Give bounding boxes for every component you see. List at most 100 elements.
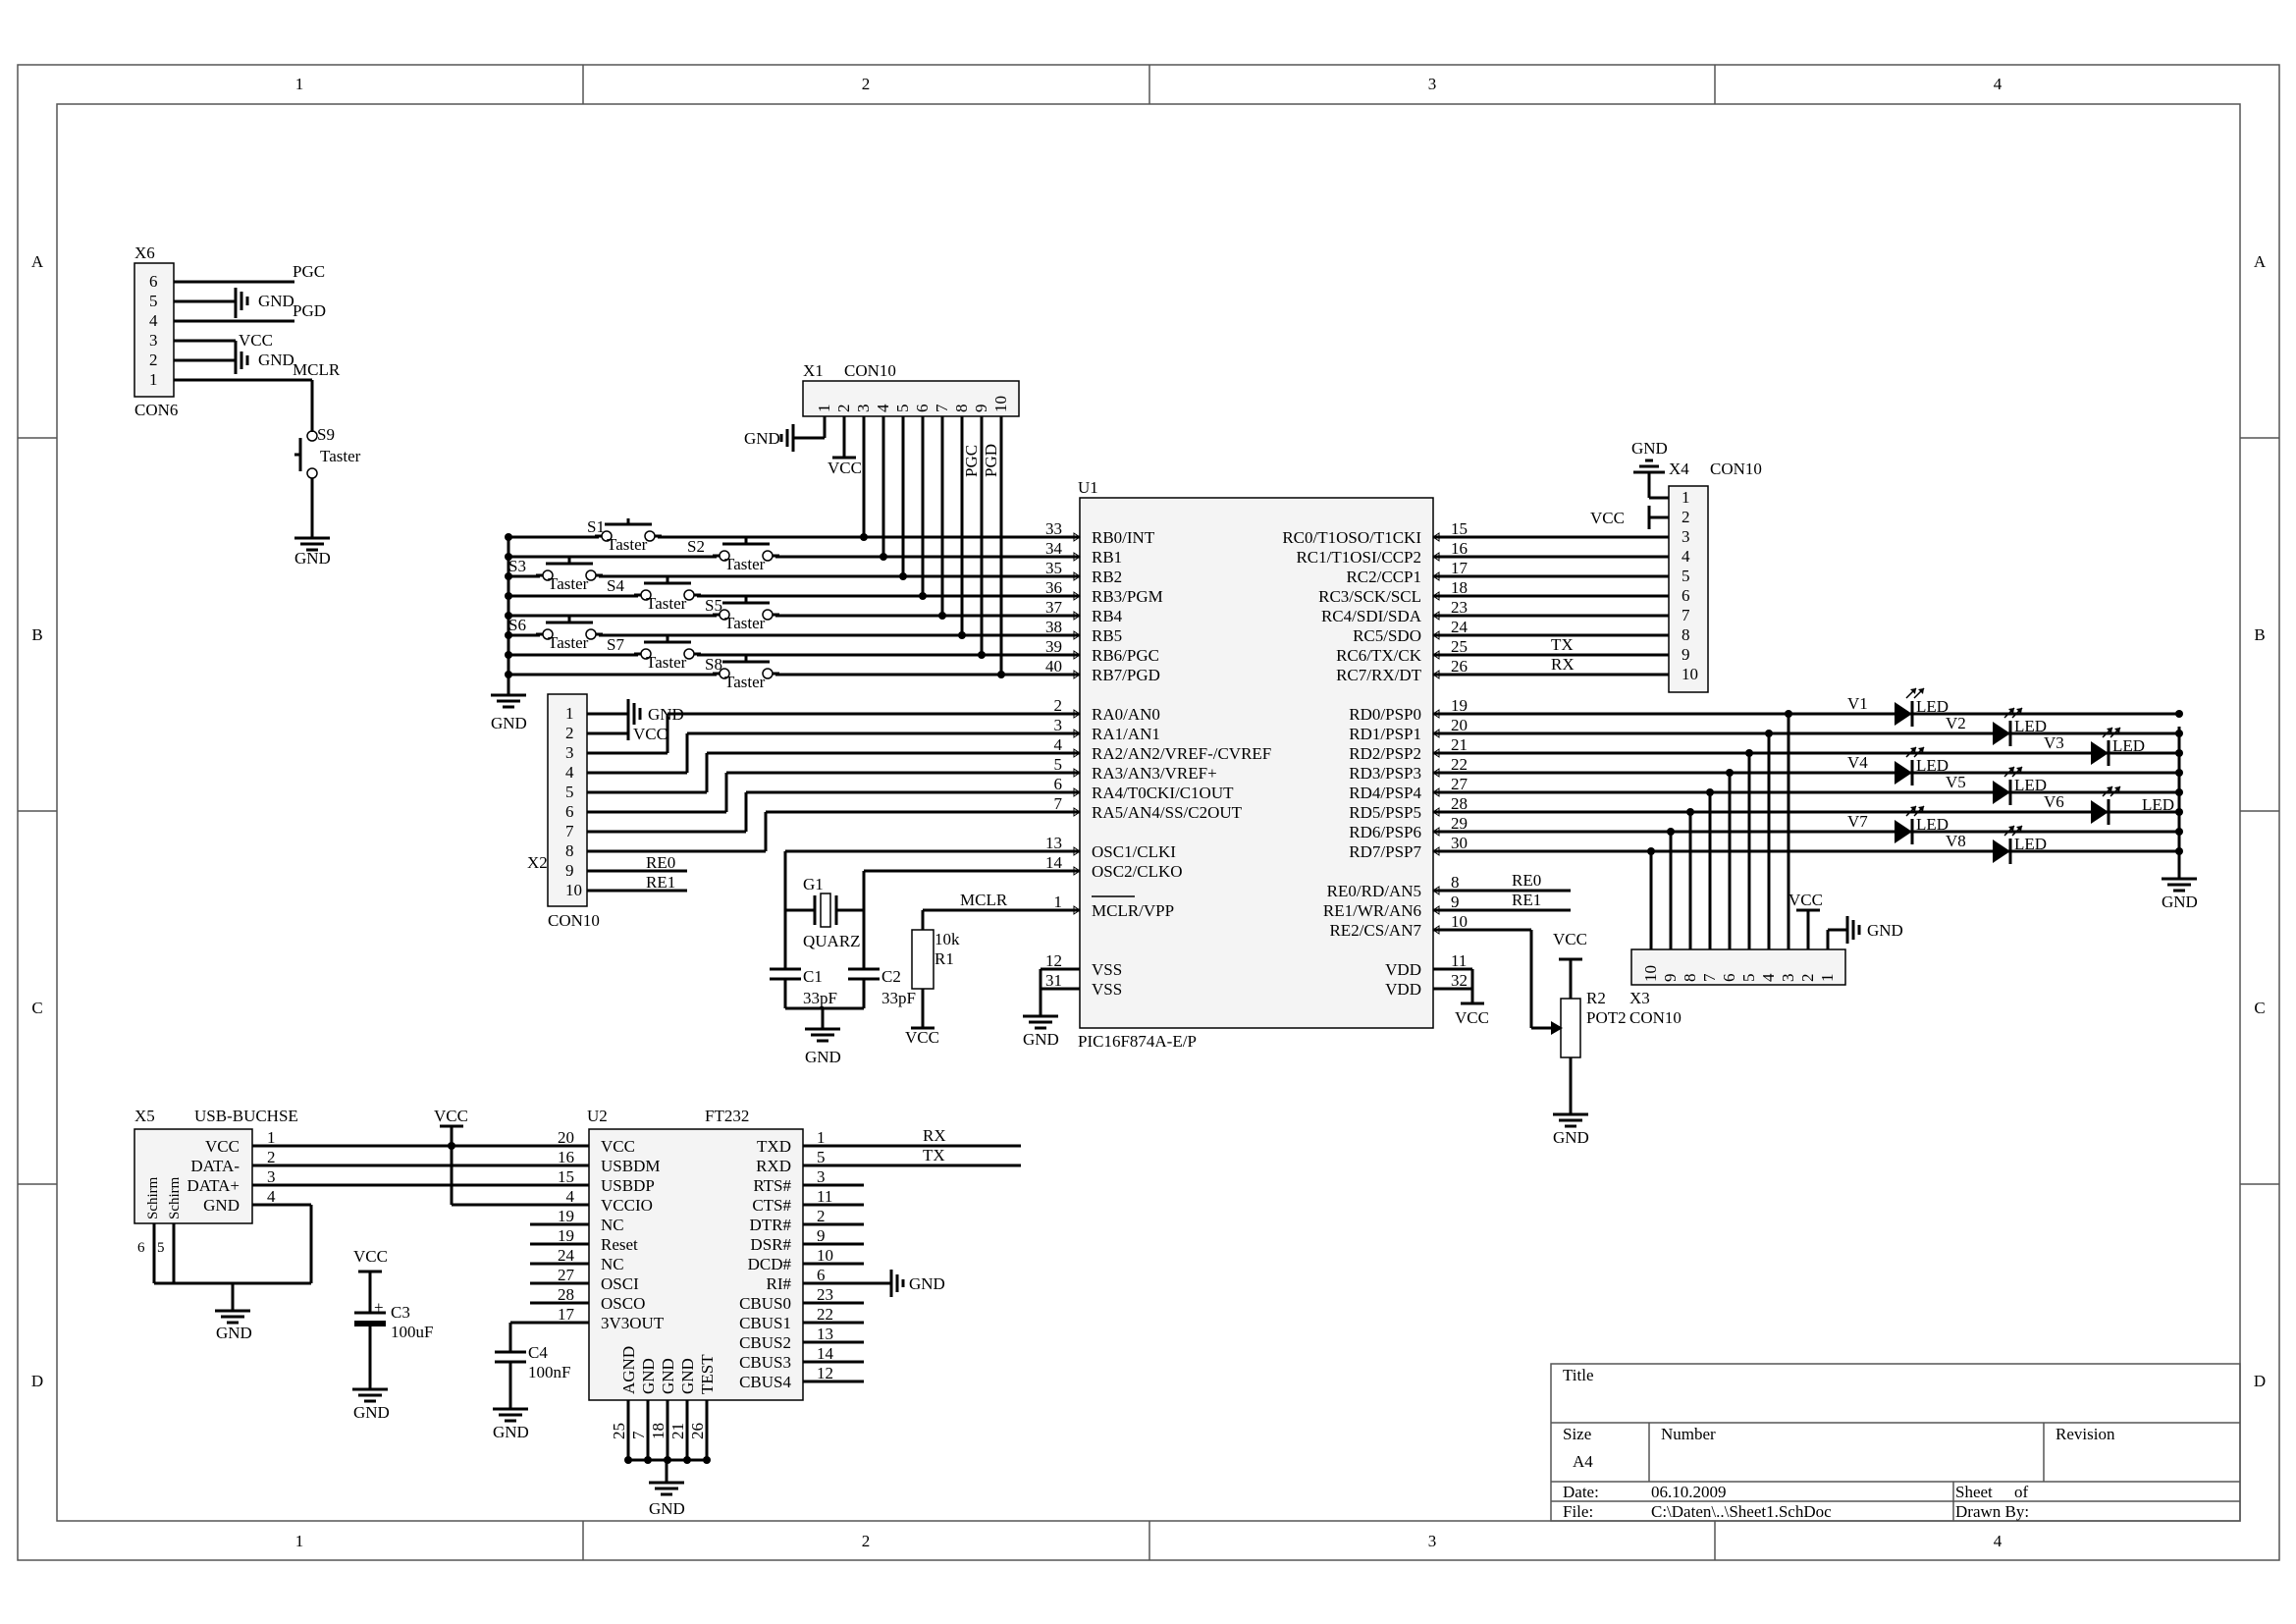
u1-pin-name-7: RA5/AN4/SS/C2OUT (1092, 803, 1243, 822)
x3-pin-7: 7 (1700, 973, 1719, 982)
x6-type: CON6 (134, 401, 178, 419)
u1-pin-name-14: OSC2/CLKO (1092, 862, 1183, 881)
u2-pin-num-bottom-4: 26 (688, 1423, 707, 1439)
junction-dot (505, 592, 512, 600)
u2-pin-name-left-1: USBDM (601, 1157, 660, 1175)
ic-u2: U2 FT232 VCC20USBDM16USBDP15VCCIO4NC19Re… (448, 1107, 1021, 1518)
x4-pin-7: 7 (1682, 606, 1690, 624)
u1-pin-num-39: 39 (1045, 637, 1062, 656)
oscillator-circuit: G1 QUARZ C1 33pF C2 33pF GND MCLR 10k R1… (770, 849, 1080, 1066)
u2-pin-name-right-6: DCD# (748, 1255, 792, 1273)
x3-pin-9: 9 (1661, 974, 1680, 983)
u2-pin-name-bottom-4: TEST (698, 1354, 717, 1394)
u1-pin-name-2: RA0/AN0 (1092, 705, 1160, 724)
u1-pin-num-35: 35 (1045, 559, 1062, 577)
u1-pin-name-3: RA1/AN1 (1092, 725, 1160, 743)
x5-pin-num-3: 3 (267, 1167, 276, 1186)
tb-file: C:\Daten\..\Sheet1.SchDoc (1651, 1502, 1832, 1521)
x1-pgd: PGD (982, 444, 1000, 477)
u1-pin-num-18: 18 (1451, 578, 1468, 597)
col-label-bottom-1: 1 (295, 1532, 304, 1550)
switch-ref-s7: S7 (607, 635, 624, 654)
u1-pin-name-16: RC1/T1OSI/CCP2 (1296, 548, 1421, 567)
x2-pin-9: 9 (565, 861, 574, 880)
x6-net-mclr: MCLR (293, 360, 341, 379)
r2-type: POT2 (1586, 1008, 1627, 1027)
u2-pin-name-bottom-2: GND (659, 1358, 677, 1394)
tb-title-label: Title (1563, 1366, 1594, 1384)
title-block: Title Size A4 Number Revision Date: 06.1… (1550, 1363, 2241, 1522)
u2-gnd: GND (649, 1499, 685, 1518)
row-label-left-b: B (31, 625, 42, 644)
s9-ref: S9 (317, 425, 335, 444)
u1-pin-num-17: 17 (1451, 559, 1468, 577)
u1-pin-name-9: RE1/WR/AN6 (1323, 901, 1421, 920)
u1-pin-num-5: 5 (1054, 755, 1063, 774)
x5-pin-name-2: DATA- (190, 1157, 240, 1175)
u2-pin-num-bottom-0: 25 (610, 1423, 628, 1439)
u1-pin-num-14: 14 (1045, 853, 1063, 872)
u1-pin-num-16: 16 (1451, 539, 1468, 558)
switch-ref-s1: S1 (587, 517, 605, 536)
junction-dot (1726, 769, 1734, 777)
u1-pin-name-34: RB1 (1092, 548, 1122, 567)
c3-vcc: VCC (353, 1247, 388, 1266)
u2-pin-name-left-6: NC (601, 1255, 624, 1273)
col-label-top-2: 2 (862, 75, 871, 93)
x2-pin-4: 4 (565, 763, 574, 782)
u1-pin-name-20: RD1/PSP1 (1349, 725, 1421, 743)
u1-pin-name-11: VDD (1385, 960, 1421, 979)
x2-vcc: VCC (633, 725, 667, 743)
u2-pin-name-right-1: RXD (756, 1157, 791, 1175)
row-label-right-a: A (2254, 252, 2267, 271)
u2-pin-num-left-9: 17 (558, 1305, 575, 1324)
rc-bus: TX RX (1433, 535, 1669, 677)
x6-net-gnd1: GND (258, 292, 294, 310)
u1-pin-num-10: 10 (1451, 912, 1468, 931)
u1-mclr-net: MCLR (960, 891, 1008, 909)
u1-pin-name-32: VDD (1385, 980, 1421, 999)
tb-file-label: File: (1563, 1502, 1593, 1521)
led-type-v5: LED (2014, 776, 2047, 794)
junction-dot (1686, 808, 1694, 816)
u1-pin-name-1: MCLR/VPP (1092, 901, 1174, 920)
x6-pin-2: 2 (149, 351, 158, 369)
junction-dot (505, 651, 512, 659)
x1-vcc: VCC (828, 459, 862, 477)
u1-pin-name-13: OSC1/CLKI (1092, 842, 1176, 861)
x3-pin-4: 4 (1759, 973, 1778, 982)
x6-pin-3: 3 (149, 331, 158, 350)
switch-type-s5: Taster (724, 614, 766, 632)
x1-pin-6: 6 (913, 405, 932, 413)
ic-u1: U1 PIC16F874A-E/P RB0/INT33RB134RB235RB3… (1021, 478, 1468, 1051)
x4-pin-4: 4 (1682, 547, 1690, 566)
switch-type-s2: Taster (724, 555, 766, 573)
u1-pin-name-25: RC6/TX/CK (1336, 646, 1422, 665)
u1-pin-num-34: 34 (1045, 539, 1063, 558)
x3-pin-5: 5 (1739, 974, 1758, 983)
u2-pin-name-right-9: CBUS1 (739, 1314, 791, 1332)
x5-pin-num-1: 1 (267, 1128, 276, 1147)
u1-pin-name-38: RB5 (1092, 626, 1122, 645)
u1-pin-name-24: RC5/SDO (1353, 626, 1421, 645)
c4-value: 100nF (528, 1363, 570, 1381)
u1-pin-name-27: RD4/PSP4 (1349, 784, 1421, 802)
u2-pin-num-right-1: 5 (817, 1148, 826, 1166)
x2-re0: RE0 (646, 853, 675, 872)
junction-dot (1765, 730, 1773, 737)
u2-ref: U2 (587, 1107, 608, 1125)
switch-ref-s3: S3 (508, 557, 526, 575)
u1-pin-name-37: RB4 (1092, 607, 1123, 625)
u1-vcc: VCC (1455, 1008, 1489, 1027)
u1-pin-num-36: 36 (1045, 578, 1062, 597)
row-label-left-c: C (31, 999, 42, 1017)
u2-pin-name-left-9: 3V3OUT (601, 1314, 665, 1332)
u1-pin-num-29: 29 (1451, 814, 1468, 833)
c3-ref: C3 (391, 1303, 410, 1322)
junction-dot (505, 553, 512, 561)
u2-pin-num-right-10: 13 (817, 1325, 833, 1343)
led-ref-v8: V8 (1946, 832, 1966, 850)
switch-type-s1: Taster (607, 535, 648, 554)
